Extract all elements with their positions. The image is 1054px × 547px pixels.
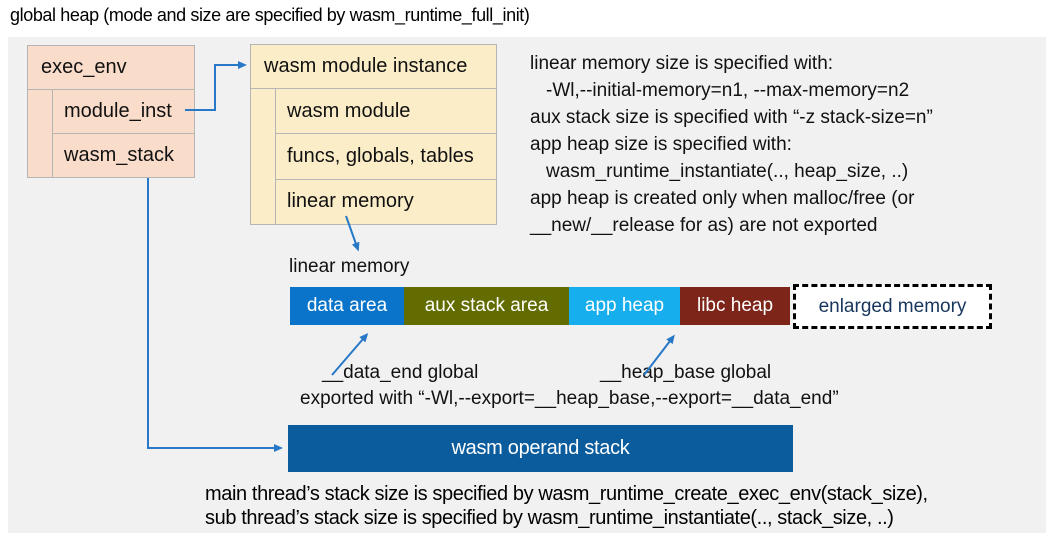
segment-enlarged-memory: enlarged memory	[793, 284, 992, 329]
segment-data-area: data area	[290, 287, 404, 325]
notes-bottom: main thread’s stack size is specified by…	[205, 482, 928, 530]
note-line: app heap is created only when malloc/fre…	[530, 188, 915, 209]
note-line: aux stack size is specified with “-z sta…	[530, 107, 933, 128]
module-instance-rows: wasm module funcs, globals, tables linea…	[276, 89, 496, 224]
segment-aux-stack-area: aux stack area	[404, 287, 569, 325]
note-line: app heap size is specified with:	[530, 134, 792, 155]
note-line: wasm_runtime_instantiate(.., heap_size, …	[546, 161, 909, 182]
notes-top: linear memory size is specified with: -W…	[530, 50, 933, 239]
exec-env-indent-spacer	[28, 90, 53, 177]
linear-memory-bar: data area aux stack area app heap libc h…	[290, 287, 790, 325]
module-instance-row-linear-memory: linear memory	[276, 178, 496, 224]
exec-env-row-wasm-stack: wasm_stack	[53, 133, 194, 177]
diagram-title: global heap (mode and size are specified…	[10, 5, 530, 25]
segment-app-heap: app heap	[569, 287, 680, 325]
linear-memory-label: linear memory	[289, 256, 410, 277]
exec-env-row-module-inst: module_inst	[64, 100, 172, 122]
note-line: __new/__release for as) are not exported	[530, 215, 878, 236]
note-line: linear memory size is specified with:	[530, 53, 834, 74]
module-instance-box: wasm module instance wasm module funcs, …	[250, 44, 497, 225]
module-instance-row-wasm-module: wasm module	[287, 99, 411, 122]
exec-env-body: module_inst wasm_stack	[28, 90, 194, 177]
segment-libc-heap: libc heap	[680, 287, 790, 325]
module-instance-header: wasm module instance	[251, 45, 496, 89]
annotation-exported-with: exported with “-Wl,--export=__heap_base,…	[300, 388, 839, 409]
exec-env-header: exec_env	[28, 46, 194, 90]
note-line: main thread’s stack size is specified by…	[205, 483, 928, 505]
exec-env-box: exec_env module_inst wasm_stack	[27, 45, 195, 178]
note-line: -Wl,--initial-memory=n1, --max-memory=n2	[546, 80, 910, 101]
annotation-data-end-global: __data_end global	[322, 362, 479, 383]
annotation-heap-base-global: __heap_base global	[600, 362, 772, 383]
module-instance-row-funcs-globals-tables: funcs, globals, tables	[276, 133, 496, 178]
note-line: sub thread’s stack size is specified by …	[205, 507, 894, 529]
module-instance-body: wasm module funcs, globals, tables linea…	[251, 89, 496, 224]
wasm-operand-stack-bar: wasm operand stack	[288, 425, 793, 472]
exec-env-rows: module_inst wasm_stack	[53, 90, 194, 177]
module-instance-indent-spacer	[251, 89, 276, 224]
